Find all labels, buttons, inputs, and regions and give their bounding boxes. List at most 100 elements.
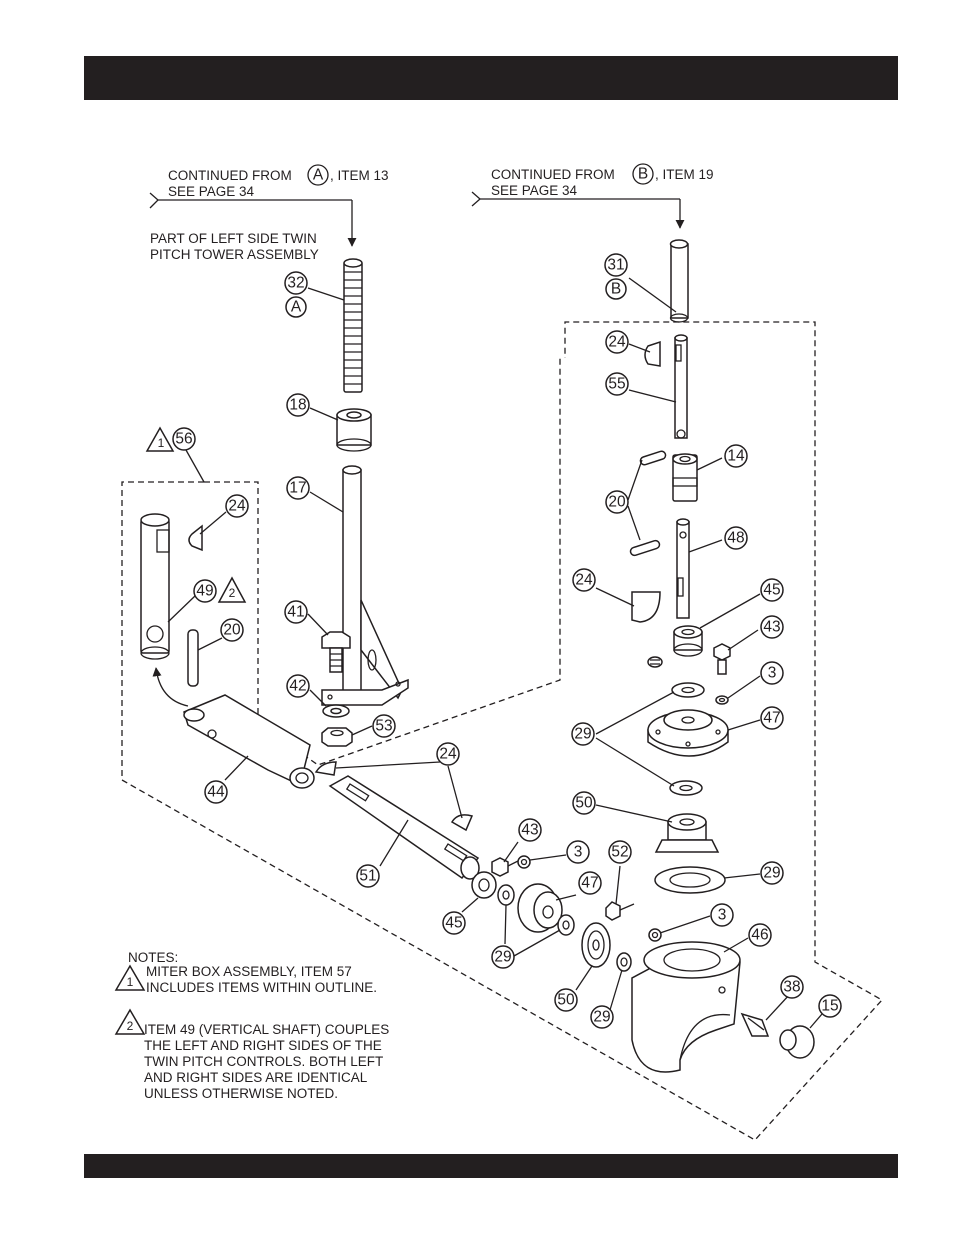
balloon-31: 31 (604, 253, 628, 277)
svg-text:29: 29 (763, 865, 780, 882)
balloon-24-mid: 24 (436, 742, 460, 766)
woodruff-key-24-upper (314, 761, 337, 776)
svg-text:50: 50 (575, 795, 593, 812)
left-tower-note: PART OF LEFT SIDE TWIN PITCH TOWER ASSEM… (150, 231, 319, 262)
balloon-20-right: 20 (605, 490, 629, 514)
balloon-44: 44 (204, 780, 228, 804)
woodruff-key-24-right-lower (631, 591, 661, 623)
balloon-55: 55 (605, 372, 629, 396)
miter-housing-46 (631, 941, 741, 1073)
balloon-29-right: 29 (571, 722, 595, 746)
balloon-a: A (285, 296, 307, 318)
callout-b-page: SEE PAGE 34 (491, 183, 578, 198)
bushing-18 (336, 408, 372, 452)
balloon-41: 41 (284, 600, 308, 624)
cap-15 (779, 1025, 815, 1059)
svg-text:42: 42 (289, 678, 306, 695)
svg-text:29: 29 (494, 949, 511, 966)
balloon-45-right: 45 (760, 578, 784, 602)
svg-text:50: 50 (557, 992, 575, 1009)
bolt-41 (321, 631, 351, 673)
header-bar (84, 56, 898, 100)
balloon-b: B (605, 278, 627, 300)
callout-a-suffix: , ITEM 13 (330, 168, 389, 183)
svg-text:41: 41 (287, 604, 304, 621)
note-2-line3: TWIN PITCH CONTROLS. BOTH LEFT (144, 1054, 383, 1069)
svg-text:15: 15 (821, 998, 838, 1015)
bearing-plate-47-right (647, 709, 729, 757)
balloon-15: 15 (818, 994, 842, 1018)
callout-b-prefix: CONTINUED FROM (491, 167, 615, 182)
svg-text:43: 43 (521, 822, 538, 839)
woodruff-key-24-right-upper (644, 340, 661, 367)
balloon-29-right-lower: 29 (760, 861, 784, 885)
svg-text:17: 17 (289, 480, 306, 497)
svg-text:47: 47 (581, 875, 598, 892)
note-2-line2: THE LEFT AND RIGHT SIDES OF THE (144, 1038, 382, 1053)
svg-text:49: 49 (196, 583, 213, 600)
note-2-line5: UNLESS OTHERWISE NOTED. (144, 1086, 338, 1101)
balloon-47-lower: 47 (578, 871, 602, 895)
balloon-3-mid: 3 (710, 903, 734, 927)
svg-text:52: 52 (611, 844, 628, 861)
note-2-triangle-icon (114, 1008, 146, 1035)
miter-box-outline-upper-left (121, 321, 884, 1141)
set-screw-right (647, 656, 663, 668)
woodruff-key-24-left (188, 524, 203, 552)
callout-a-letter: A (313, 167, 324, 184)
balloon-51: 51 (356, 864, 380, 888)
washer-42 (322, 704, 350, 718)
balloon-50-lower: 50 (554, 988, 578, 1012)
svg-text:55: 55 (608, 376, 625, 393)
balloon-56: 1 56 (145, 426, 196, 452)
bolt-52 (605, 901, 635, 921)
balloon-18: 18 (286, 393, 310, 417)
svg-text:29: 29 (574, 726, 591, 743)
svg-text:24: 24 (439, 746, 457, 763)
pin-20-right-upper (639, 450, 667, 466)
continuation-callout-a: CONTINUED FROM A , ITEM 13 SEE PAGE 34 (149, 164, 389, 247)
washer-29-right-mid (669, 780, 703, 796)
left-tower-note-line1: PART OF LEFT SIDE TWIN (150, 231, 317, 246)
svg-text:46: 46 (751, 927, 768, 944)
thrust-washer-29-right (654, 866, 726, 894)
svg-text:43: 43 (763, 619, 780, 636)
svg-text:29: 29 (593, 1009, 610, 1026)
svg-text:38: 38 (783, 979, 800, 996)
miter-gear-50-lower (581, 922, 611, 968)
svg-text:53: 53 (375, 718, 392, 735)
continuation-callout-b: CONTINUED FROM B , ITEM 19 SEE PAGE 34 (471, 163, 714, 229)
svg-text:18: 18 (289, 397, 306, 414)
washer-29-lower-left (497, 884, 515, 906)
balloon-43-lower: 43 (518, 818, 542, 842)
washer-29-lower-mid (557, 914, 575, 936)
svg-text:2: 2 (127, 1019, 134, 1033)
collar-45-lower (471, 871, 497, 899)
balloon-48: 48 (724, 526, 748, 550)
shaft-55 (674, 334, 688, 439)
bolt-43-right (713, 643, 731, 675)
balloon-14: 14 (724, 444, 748, 468)
svg-text:56: 56 (175, 431, 192, 448)
svg-text:44: 44 (207, 784, 225, 801)
item-balloons: 32 A 18 17 41 42 53 1 56 24 49 2 20 44 2… (145, 253, 842, 1029)
svg-text:45: 45 (763, 582, 780, 599)
balloon-29-lower-left: 29 (491, 945, 515, 969)
notes-title: NOTES: (128, 950, 178, 965)
svg-text:51: 51 (359, 868, 376, 885)
svg-text:32: 32 (287, 275, 304, 292)
miter-gear-50-right (654, 813, 720, 853)
pin-20-left (187, 629, 199, 687)
washer-3-right (715, 695, 729, 705)
washer-29-right-upper (671, 682, 705, 698)
left-tower-note-line2: PITCH TOWER ASSEMBLY (150, 247, 319, 262)
callout-a-prefix: CONTINUED FROM (168, 168, 292, 183)
washer-29-lower-right (616, 952, 632, 972)
svg-text:A: A (291, 299, 302, 316)
balloon-43-right: 43 (760, 615, 784, 639)
balloon-32: 32 (284, 271, 308, 295)
balloon-42: 42 (286, 674, 310, 698)
balloon-17: 17 (286, 476, 310, 500)
balloon-3-right: 3 (760, 661, 784, 685)
